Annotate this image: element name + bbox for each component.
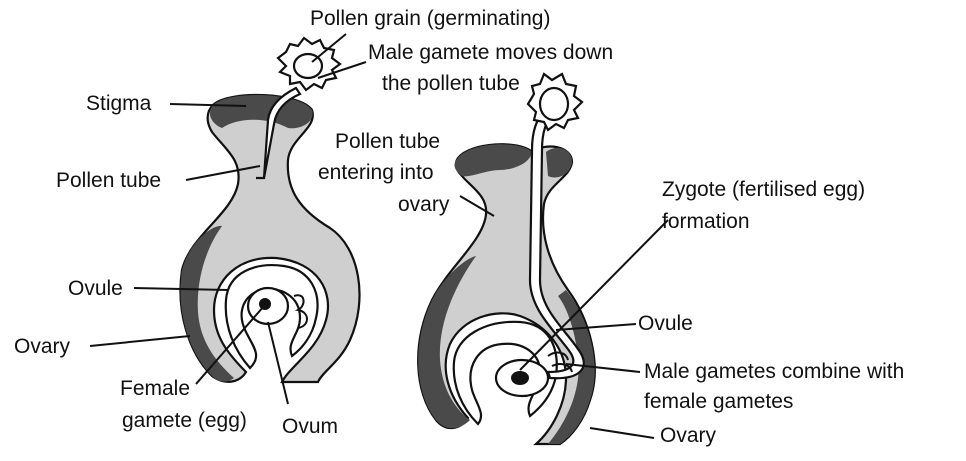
- label-ovum: Ovum: [282, 415, 338, 438]
- leader-ovum: [268, 322, 288, 404]
- label-zygote-line2: formation: [662, 210, 750, 233]
- leader-ovary-1: [90, 336, 190, 346]
- label-ovule-2: Ovule: [638, 312, 693, 335]
- label-male-gamete-line1: Male gamete moves down: [368, 41, 613, 64]
- labels-diagram-2: Pollen tube entering into ovary Zygote (…: [318, 130, 904, 447]
- label-female-gamete-line1: Female: [120, 377, 190, 400]
- label-pollen-tube: Pollen tube: [56, 169, 161, 192]
- label-male-gametes-combine-line1: Male gametes combine with: [644, 360, 904, 383]
- label-pollen-grain: Pollen grain (germinating): [310, 7, 550, 30]
- label-male-gamete-line2: the pollen tube: [382, 72, 520, 95]
- label-stigma: Stigma: [86, 92, 152, 115]
- leader-ovary-2: [590, 428, 654, 438]
- label-ovary-1: Ovary: [14, 335, 71, 358]
- pollen-grain-inner-2: [540, 88, 568, 120]
- label-pollen-tube-entering-line2: entering into: [318, 161, 434, 184]
- label-male-gametes-combine-line2: female gametes: [644, 390, 793, 413]
- label-zygote-line1: Zygote (fertilised egg): [662, 178, 865, 201]
- label-female-gamete-line2: gamete (egg): [122, 409, 247, 432]
- pistil-diagram-2: [418, 74, 595, 444]
- label-ovary-2: Ovary: [660, 424, 717, 447]
- label-pollen-tube-entering-line1: Pollen tube: [335, 130, 440, 153]
- label-ovule-1: Ovule: [68, 277, 123, 300]
- label-pollen-tube-entering-line3: ovary: [398, 193, 450, 216]
- zygote-nucleus-2: [511, 371, 529, 385]
